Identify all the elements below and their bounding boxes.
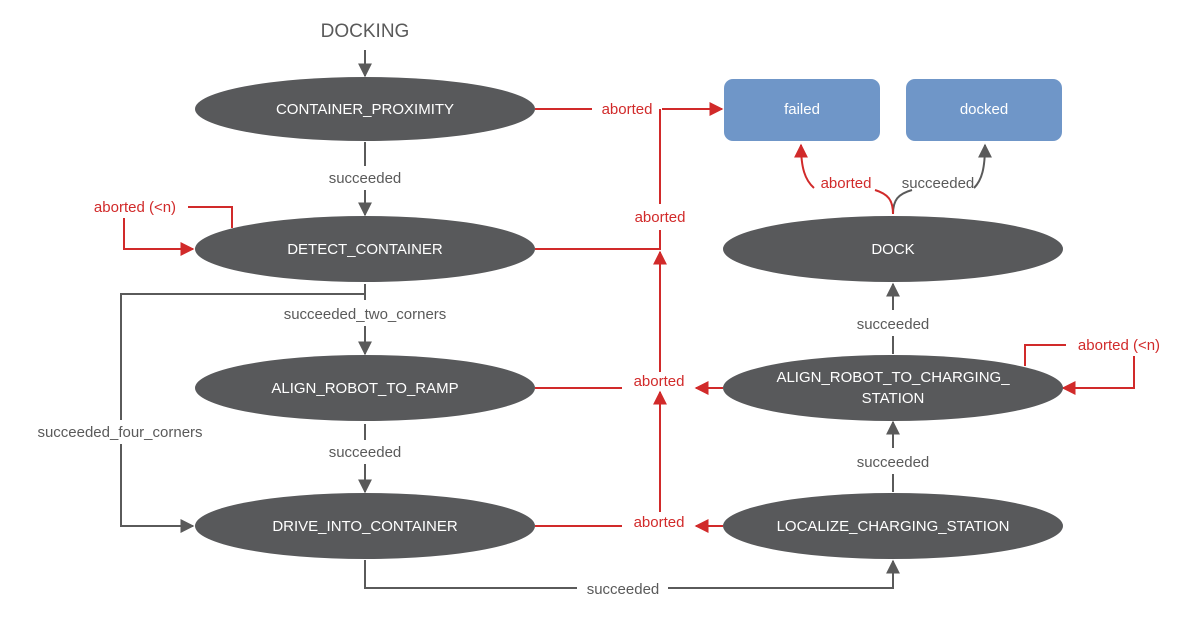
state-label-line1: ALIGN_ROBOT_TO_CHARGING_ [776,369,1010,386]
label-proximity-aborted: aborted [602,101,653,118]
state-dock[interactable]: DOCK [723,216,1063,282]
edge-four-corners-bottom [120,444,195,533]
state-label: LOCALIZE_CHARGING_STATION [777,518,1010,535]
outcome-failed[interactable]: failed [724,79,880,141]
state-detect-container[interactable]: DETECT_CONTAINER [195,216,535,282]
state-label: DRIVE_INTO_CONTAINER [272,518,457,535]
edge-four-corners-top [120,293,365,420]
edge-align-station-retry-in [1061,356,1135,395]
edge-detect-retry-out [188,206,233,228]
edge-detect-retry-in [123,218,195,256]
edge-dock-succeeded-curve [892,189,913,215]
label-align-station-retry: aborted (<n) [1078,337,1160,354]
edge-dock-aborted-to-failed [794,143,815,189]
label-succeeded-two-corners: succeeded_two_corners [284,306,447,323]
outcome-docked[interactable]: docked [906,79,1062,141]
label-succeeded-four-corners: succeeded_four_corners [37,424,202,441]
label-ramp-aborted: aborted [634,373,685,390]
label-detect-retry: aborted (<n) [94,199,176,216]
edge-detect-aborted [535,230,661,250]
state-localize-charging-station[interactable]: LOCALIZE_CHARGING_STATION [723,493,1063,559]
label-dock-aborted: aborted [821,175,872,192]
outcome-label: failed [784,101,820,118]
diagram-title: DOCKING [321,21,410,42]
label-detect-aborted: aborted [635,209,686,226]
state-drive-into-container[interactable]: DRIVE_INTO_CONTAINER [195,493,535,559]
state-label: DETECT_CONTAINER [287,241,443,258]
label-ramp-succeeded: succeeded [329,444,402,461]
state-label-line2: STATION [862,390,925,407]
label-drive-aborted: aborted [634,514,685,531]
outcome-label: docked [960,101,1008,118]
edge-dock-aborted-curve [874,189,894,215]
label-drive-succeeded: succeeded [587,581,660,598]
state-label: ALIGN_ROBOT_TO_RAMP [271,380,458,397]
label-proximity-succeeded: succeeded [329,170,402,187]
state-label: CONTAINER_PROXIMITY [276,101,454,118]
abort-edges [123,102,1135,533]
state-container-proximity[interactable]: CONTAINER_PROXIMITY [195,77,535,141]
edge-align-station-retry-out [1024,344,1066,366]
state-align-robot-to-charging-station[interactable]: ALIGN_ROBOT_TO_CHARGING_ STATION [723,355,1063,421]
edge-drive-succeeded-right [668,559,900,589]
label-dock-succeeded: succeeded [902,175,975,192]
edge-drive-succeeded-left [364,560,577,589]
success-edges [120,50,992,589]
label-localize-succeeded: succeeded [857,454,930,471]
state-align-robot-to-ramp[interactable]: ALIGN_ROBOT_TO_RAMP [195,355,535,421]
label-align-station-succeeded: succeeded [857,316,930,333]
state-label: DOCK [871,241,914,258]
edge-dock-succeeded-to-docked [973,143,992,189]
